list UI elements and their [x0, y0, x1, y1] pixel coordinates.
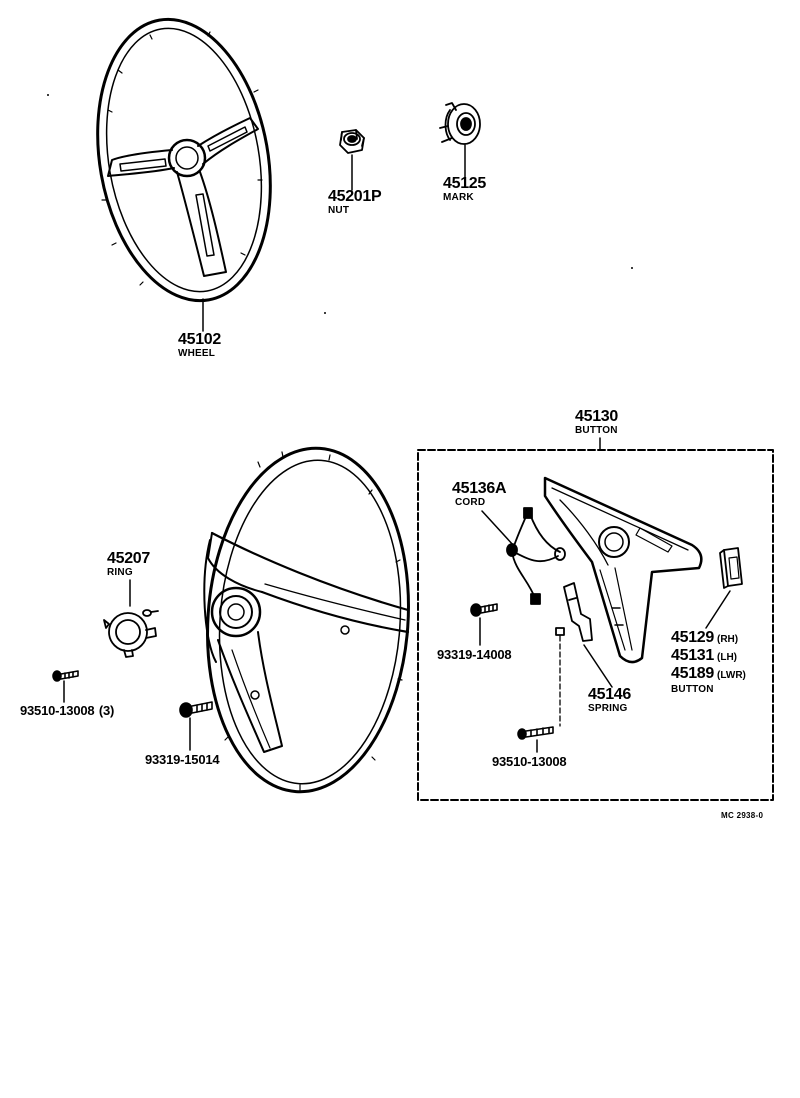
screw-cord-label: 93319-14008 [437, 646, 512, 664]
screw-cord-drawing [470, 603, 498, 617]
button-insert-variant-rh: 45129(RH) [671, 630, 746, 648]
button-insert-lwr-side: (LWR) [717, 670, 746, 681]
screw-spring-part-number: 93510-13008 [492, 754, 567, 769]
button-insert-lwr-number: 45189 [671, 665, 714, 682]
wheel-label: 45102 WHEEL [178, 331, 221, 360]
screw-wheel-drawing [179, 701, 213, 718]
cord-leader-line [481, 510, 515, 547]
figure-code-label: MC 2938-0 [721, 805, 763, 823]
nut-part-number: 45201P [328, 188, 382, 205]
figure-code: MC 2938-0 [721, 811, 764, 820]
spring-drawing [555, 582, 593, 642]
button-assy-label: 45130 BUTTON [575, 408, 618, 437]
button-insert-part-name: BUTTON [671, 684, 714, 695]
button-pad-drawing [543, 476, 703, 664]
cord-drawing [506, 507, 566, 605]
screw-ring-label: 93510-13008 (3) [20, 702, 114, 720]
button-insert-rh-side: (RH) [717, 634, 739, 645]
wheel-part-name: WHEEL [178, 348, 216, 359]
mark-part-name: MARK [443, 192, 474, 203]
button-insert-variant-lh: 45131(LH) [671, 648, 746, 666]
ring-part-number: 45207 [107, 550, 150, 567]
mark-drawing [439, 102, 481, 145]
screw-spring-drawing [517, 726, 554, 740]
steering-wheel-assembly-drawing [203, 446, 410, 794]
button-insert-drawing [719, 547, 743, 589]
stray-dots [47, 94, 633, 314]
button-insert-lh-side: (LH) [717, 652, 737, 663]
screw-ring-drawing [52, 670, 79, 682]
button-insert-rh-number: 45129 [671, 629, 714, 646]
wheel-part-number: 45102 [178, 331, 221, 348]
cord-part-name: CORD [455, 497, 486, 508]
button-insert-label: 45129(RH) 45131(LH) 45189(LWR) BUTTON [671, 630, 746, 696]
button-insert-variant-lwr: 45189(LWR) [671, 666, 746, 684]
spring-label: 45146 SPRING [588, 686, 631, 715]
button-insert-lh-number: 45131 [671, 647, 714, 664]
screw-ring-quantity: (3) [98, 703, 115, 718]
button-assy-part-number: 45130 [575, 408, 618, 425]
screw-wheel-label: 93319-15014 [145, 751, 220, 769]
screw-cord-part-number: 93319-14008 [437, 647, 512, 662]
nut-label: 45201P NUT [328, 188, 382, 217]
screw-wheel-part-number: 93319-15014 [145, 752, 220, 767]
nut-drawing [339, 129, 365, 154]
button-insert-leader-line [705, 590, 731, 629]
steering-wheel-drawing [96, 17, 272, 303]
cord-label: 45136A CORD [452, 480, 507, 509]
spring-part-name: SPRING [588, 703, 628, 714]
cord-part-number: 45136A [452, 480, 507, 497]
ring-label: 45207 RING [107, 550, 150, 579]
mark-part-number: 45125 [443, 175, 486, 192]
spring-leader-line [583, 644, 613, 688]
spring-part-number: 45146 [588, 686, 631, 703]
mark-label: 45125 MARK [443, 175, 486, 204]
screw-ring-part-number: 93510-13008 [20, 703, 95, 718]
screw-spring-label: 93510-13008 [492, 753, 567, 771]
button-assy-frame [417, 449, 774, 801]
button-assy-part-name: BUTTON [575, 425, 618, 436]
ring-drawing [103, 609, 159, 658]
ring-part-name: RING [107, 567, 133, 578]
nut-part-name: NUT [328, 205, 350, 216]
